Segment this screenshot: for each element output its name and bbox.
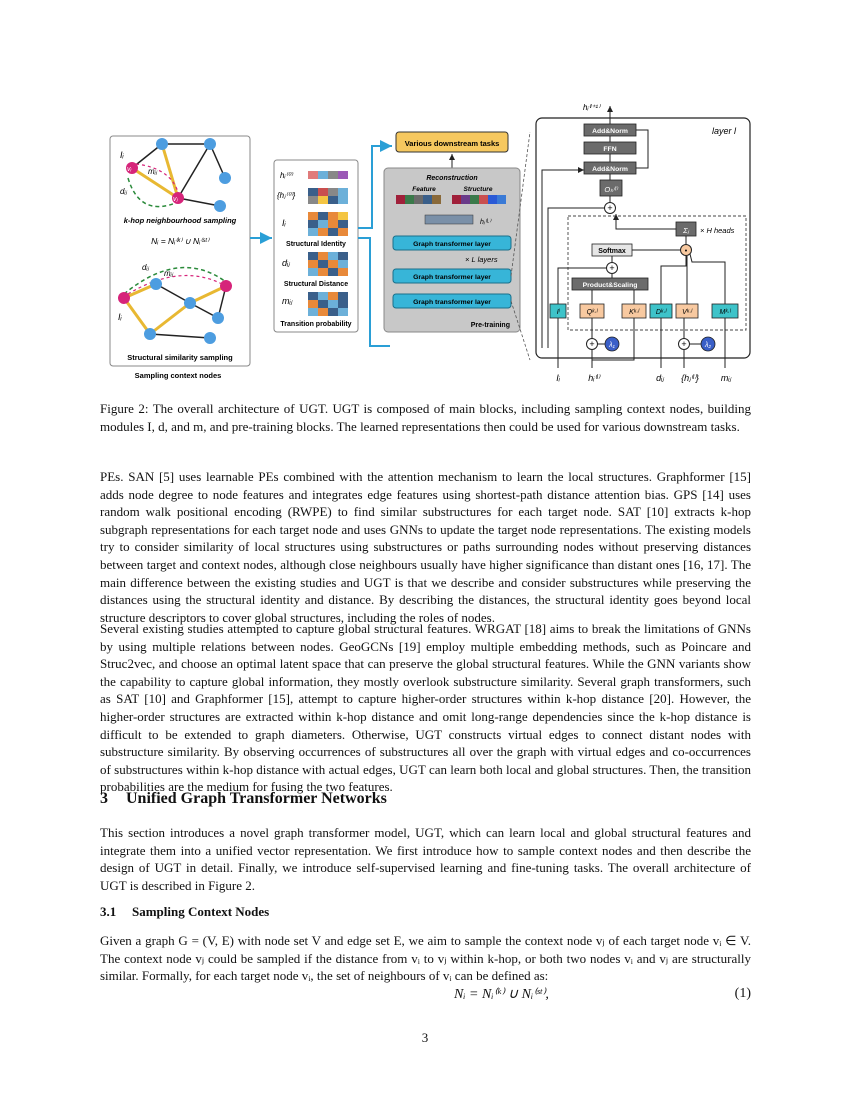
Q-label: Qᵏ·ˡ bbox=[587, 309, 599, 316]
subsection-title: Sampling Context Nodes bbox=[132, 904, 270, 919]
softmax-label: Softmax bbox=[598, 248, 626, 255]
page-number: 3 bbox=[421, 1030, 429, 1045]
svg-text:•: • bbox=[685, 248, 688, 255]
khop-equation: Nᵢ = Nᵢ⁽ᵏ⁾ ∪ Nᵢ⁽ˢᵗ⁾ bbox=[151, 236, 210, 246]
downstream-box bbox=[395, 131, 509, 153]
ffn-label: FFN bbox=[603, 146, 616, 153]
node-vj-label: vⱼ bbox=[173, 196, 179, 203]
product-scaling-box bbox=[571, 277, 649, 291]
sampling-panel: Iᵢ mᵢⱼ dᵢⱼ vᵢ vⱼ k-hop neighbourhood sam… bbox=[109, 135, 251, 380]
input-hj: {hⱼ⁽ˡ⁾} bbox=[681, 373, 699, 383]
add-node-lambda2 bbox=[678, 338, 690, 350]
downstream-label: Various downstream tasks bbox=[405, 139, 500, 148]
lambda2-label: λ₂ bbox=[704, 342, 711, 349]
input-Ii: Iᵢ bbox=[556, 373, 561, 383]
mij-label: mᵢⱼ bbox=[282, 296, 294, 306]
label-mij-top: mᵢⱼ bbox=[148, 167, 158, 176]
figure-2: Iᵢ mᵢⱼ dᵢⱼ vᵢ vⱼ k-hop neighbourhood sam… bbox=[100, 98, 760, 388]
V-label: Vᵏ·ˡ bbox=[682, 309, 693, 316]
gt-layer-3-label: Graph transformer layer bbox=[413, 241, 491, 248]
label-Ii-bottom: Iᵢ bbox=[118, 312, 123, 322]
sampling-footer: Sampling context nodes bbox=[135, 371, 222, 380]
add-node-lambda1 bbox=[586, 338, 598, 350]
product-scaling-label: Product&Scaling bbox=[583, 282, 638, 289]
structural-distance-label: Structural Distance bbox=[284, 281, 348, 288]
pretraining-panel: Various downstream tasks Reconstruction … bbox=[383, 131, 521, 333]
Ii-label: Iᵢ bbox=[282, 218, 287, 228]
add-node-middle bbox=[606, 262, 618, 274]
input-mij: mᵢⱼ bbox=[721, 373, 733, 383]
reconstruction-label: Reconstruction bbox=[426, 175, 477, 182]
Oh-label: Oₕ⁽ˡ⁾ bbox=[604, 185, 618, 194]
add-node-top bbox=[604, 202, 616, 214]
label-mij-bottom: mᵢⱼ bbox=[164, 269, 174, 278]
label-dij-bottom: dᵢⱼ bbox=[142, 263, 149, 272]
output-label: hᵢ⁽ˡ⁺¹⁾ bbox=[583, 103, 601, 112]
dij-label: dᵢⱼ bbox=[282, 258, 291, 268]
modules-panel: hᵢ⁽⁰⁾ {hⱼ⁽⁰⁾} Iᵢ bbox=[273, 159, 359, 333]
heads-label: × H heads bbox=[700, 226, 735, 235]
svg-text:+: + bbox=[607, 203, 612, 213]
sum-label: Σⱼ bbox=[682, 226, 689, 235]
subsection-heading: 3.1 Sampling Context Nodes bbox=[100, 904, 269, 920]
equation-number: (1) bbox=[734, 986, 751, 1001]
transition-probability-label: Transition probability bbox=[280, 321, 351, 328]
gt-layer-3 bbox=[392, 235, 512, 251]
gt-layer-1-label: Graph transformer layer bbox=[413, 299, 491, 306]
paragraph-section-intro: This section introduces a novel graph tr… bbox=[100, 825, 751, 893]
I-label: Iˡ bbox=[557, 309, 561, 316]
add-norm-bottom-label: Add&Norm bbox=[592, 166, 628, 173]
svg-text:+: + bbox=[589, 339, 594, 349]
architecture-diagram: Iᵢ mᵢⱼ dᵢⱼ vᵢ vⱼ k-hop neighbourhood sam… bbox=[109, 103, 751, 383]
input-dij: dᵢⱼ bbox=[656, 373, 665, 383]
sampling-panel-frame bbox=[109, 135, 251, 367]
paragraph-sampling: Given a graph G = (V, E) with node set V… bbox=[100, 933, 751, 984]
structure-label: Structure bbox=[464, 186, 493, 193]
add-norm-top-label: Add&Norm bbox=[592, 128, 628, 135]
section-title: Unified Graph Transformer Networks bbox=[126, 790, 387, 807]
L-layers-label: × L layers bbox=[465, 255, 498, 264]
layer-detail-panel: hᵢ⁽ˡ⁺¹⁾ layer l Add&Norm FFN Add&Norm Oₕ… bbox=[535, 103, 751, 383]
equation-body: Nᵢ = Nᵢ⁽ᵏ⁾ ∪ Nᵢ⁽ˢᵗ⁾, bbox=[454, 987, 549, 1002]
K-label: Kᵏ·ˡ bbox=[629, 309, 640, 316]
label-Ii-top: Iᵢ bbox=[120, 150, 125, 160]
D-label: Dᵏ·ˡ bbox=[656, 309, 668, 316]
paragraph-related-local: PEs. SAN [5] uses learnable PEs combined… bbox=[100, 469, 751, 625]
input-hi: hᵢ⁽ˡ⁾ bbox=[588, 373, 600, 383]
structural-identity-label: Structural Identity bbox=[286, 241, 346, 248]
heads-box bbox=[567, 215, 747, 331]
feature-label: Feature bbox=[412, 186, 436, 193]
node-vj bbox=[172, 192, 184, 204]
figure-caption: Figure 2: The overall architecture of UG… bbox=[100, 401, 751, 434]
h0-label: hᵢ⁽⁰⁾ bbox=[280, 171, 294, 180]
paragraph-related-global: Several existing studies attempted to ca… bbox=[100, 621, 751, 795]
hL-label: hᵢ⁽ᴸ⁾ bbox=[480, 218, 492, 226]
svg-text:+: + bbox=[681, 339, 686, 349]
subsection-number: 3.1 bbox=[100, 904, 117, 919]
lambda1-label: λ₁ bbox=[608, 342, 615, 349]
M-label: Mᵏ·ˡ bbox=[719, 309, 731, 316]
section-number: 3 bbox=[100, 790, 108, 807]
section-heading: 3 Unified Graph Transformer Networks bbox=[100, 790, 387, 808]
Oh-box bbox=[599, 179, 623, 197]
multiply-node bbox=[680, 244, 692, 256]
gt-layer-2-label: Graph transformer layer bbox=[413, 274, 491, 281]
khop-title: k-hop neighbourhood sampling bbox=[124, 216, 237, 225]
node-vi bbox=[126, 162, 138, 174]
layer-detail-frame bbox=[535, 117, 751, 359]
node-vi-label: vᵢ bbox=[127, 166, 132, 173]
layer-l-label: layer l bbox=[712, 126, 737, 136]
pretraining-title: Pre-training bbox=[471, 322, 510, 329]
hj0-label: {hⱼ⁽⁰⁾} bbox=[277, 191, 296, 200]
structural-similarity-title: Structural similarity sampling bbox=[127, 353, 233, 362]
svg-text:+: + bbox=[609, 263, 614, 273]
equation-1: Nᵢ = Nᵢ⁽ᵏ⁾ ∪ Nᵢ⁽ˢᵗ⁾, (1) bbox=[100, 986, 751, 1008]
label-dij-top: dᵢⱼ bbox=[120, 187, 127, 196]
